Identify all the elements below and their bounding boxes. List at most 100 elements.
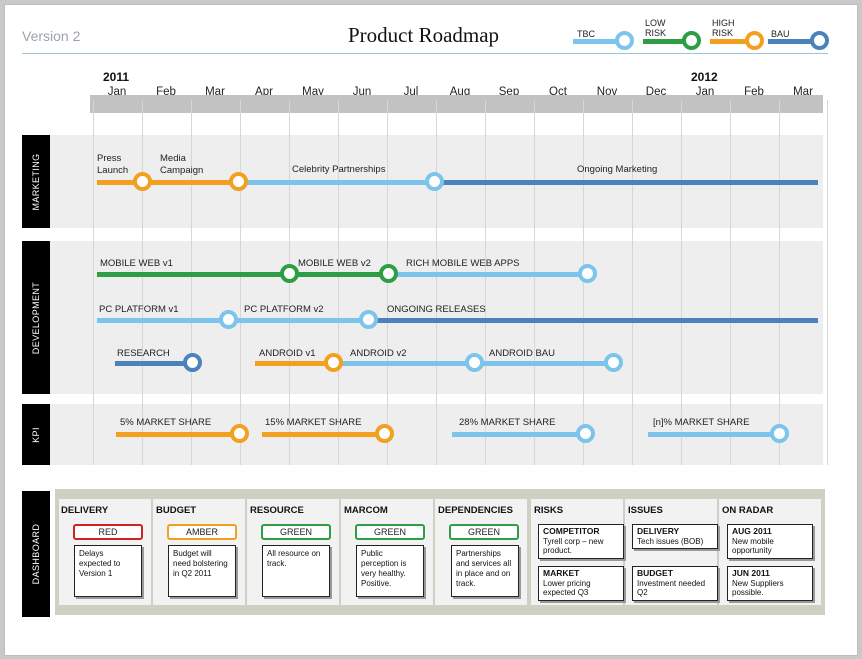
month-gridline: [827, 100, 828, 465]
lane-label-text: MARKETING: [31, 152, 41, 211]
label-rich-mobile: RICH MOBILE WEB APPS: [406, 258, 520, 269]
lane-label-text: DEVELOPMENT: [31, 281, 41, 354]
label-media-campaign: Media Campaign: [160, 153, 204, 176]
legend-label-low-risk: LOW RISK: [645, 18, 667, 38]
label-kpi-15: 15% MARKET SHARE: [265, 417, 362, 428]
label-android-v1: ANDROID v1: [259, 348, 316, 359]
lane-development: [25, 241, 823, 394]
column-title: MARCOM: [344, 505, 388, 516]
legend-line-low-risk: [643, 39, 693, 44]
milestone-node: [230, 424, 249, 443]
card-text: Tyrell corp – new product.: [543, 536, 604, 556]
track-android-v1: [255, 361, 327, 366]
legend-line-tbc: [573, 39, 625, 44]
legend-node-bau: [810, 31, 829, 50]
label-ongoing-marketing: Ongoing Marketing: [577, 164, 658, 175]
lane-label-text: KPI: [31, 426, 41, 443]
label-android-v2: ANDROID v2: [350, 348, 407, 359]
card-text: Lower pricing expected Q3: [543, 578, 591, 598]
track-celebrity: [246, 180, 434, 185]
legend-label-high-risk: HIGH RISK: [712, 18, 735, 38]
month-gridline: [485, 100, 486, 465]
header-divider: [22, 53, 828, 54]
column-title: ON RADAR: [722, 505, 774, 516]
track-kpi-15: [262, 432, 378, 437]
milestone-node: [324, 353, 343, 372]
milestone-node: [770, 424, 789, 443]
track-rich-mobile: [396, 272, 580, 277]
card-text: New mobile opportunity: [732, 536, 774, 556]
label-mobile-web-v2: MOBILE WEB v2: [298, 258, 371, 269]
label-pc-v1: PC PLATFORM v1: [99, 304, 179, 315]
track-kpi-n: [648, 432, 772, 437]
track-ongoing-releases: [376, 318, 818, 323]
label-press-launch: Press Launch: [97, 153, 129, 176]
card-heading: MARKET: [543, 568, 580, 578]
legend-line-bau: [768, 39, 820, 44]
milestone-node: [359, 310, 378, 329]
column-title: DELIVERY: [61, 505, 109, 516]
year-2012: 2012: [691, 70, 718, 84]
lane-label-dashboard: DASHBOARD: [22, 491, 50, 617]
month-gridline: [681, 100, 682, 465]
milestone-node: [465, 353, 484, 372]
status-note: Budget will need bolstering in Q2 2011: [168, 545, 236, 597]
card-text: New Suppliers possible.: [732, 578, 784, 598]
label-kpi-28: 28% MARKET SHARE: [459, 417, 556, 428]
label-research: RESEARCH: [117, 348, 170, 359]
track-media-campaign: [148, 180, 238, 185]
column-title: BUDGET: [156, 505, 197, 516]
month-gridline: [779, 100, 780, 465]
card-text: Tech issues (BOB): [637, 536, 704, 546]
label-kpi-n: [n]% MARKET SHARE: [653, 417, 750, 428]
version-label: Version 2: [22, 28, 81, 44]
status-badge: GREEN: [261, 524, 331, 540]
column-title: RESOURCE: [250, 505, 304, 516]
month-gridline: [632, 100, 633, 465]
milestone-node: [604, 353, 623, 372]
status-note: All resource on track.: [262, 545, 330, 597]
milestone-node: [425, 172, 444, 191]
lane-label-kpi: KPI: [22, 404, 50, 465]
milestone-node: [578, 264, 597, 283]
label-android-bau: ANDROID BAU: [489, 348, 555, 359]
status-badge: AMBER: [167, 524, 237, 540]
month-gridline: [191, 100, 192, 465]
milestone-node: [133, 172, 152, 191]
column-title: ISSUES: [628, 505, 663, 516]
label-celebrity: Celebrity Partnerships: [292, 164, 386, 175]
card-heading: AUG 2011: [732, 526, 772, 536]
track-research: [115, 361, 185, 366]
status-badge: GREEN: [355, 524, 425, 540]
status-note: Partnerships and services all in place a…: [451, 545, 519, 597]
label-mobile-web-v1: MOBILE WEB v1: [100, 258, 173, 269]
column-title: DEPENDENCIES: [438, 505, 513, 516]
label-kpi-5: 5% MARKET SHARE: [120, 417, 212, 428]
milestone-node: [576, 424, 595, 443]
month-gridline: [142, 100, 143, 465]
track-android-bau: [482, 361, 606, 366]
track-mobile-web-v2: [296, 272, 380, 277]
label-ongoing-releases: ONGOING RELEASES: [387, 304, 486, 315]
column-title: RISKS: [534, 505, 564, 516]
track-ongoing-marketing: [440, 180, 818, 185]
lane-label-marketing: MARKETING: [22, 135, 50, 228]
card-heading: COMPETITOR: [543, 526, 600, 536]
month-gridline: [240, 100, 241, 465]
legend-label-bau: BAU: [771, 29, 790, 39]
timeline-band: [90, 95, 823, 113]
card-text: Investment needed Q2: [637, 578, 706, 598]
status-badge: RED: [73, 524, 143, 540]
legend-node-tbc: [615, 31, 634, 50]
month-gridline: [338, 100, 339, 465]
legend-label-tbc: TBC: [577, 29, 595, 39]
milestone-node: [219, 310, 238, 329]
track-kpi-28: [452, 432, 578, 437]
milestone-node: [280, 264, 299, 283]
month-gridline: [93, 100, 94, 465]
